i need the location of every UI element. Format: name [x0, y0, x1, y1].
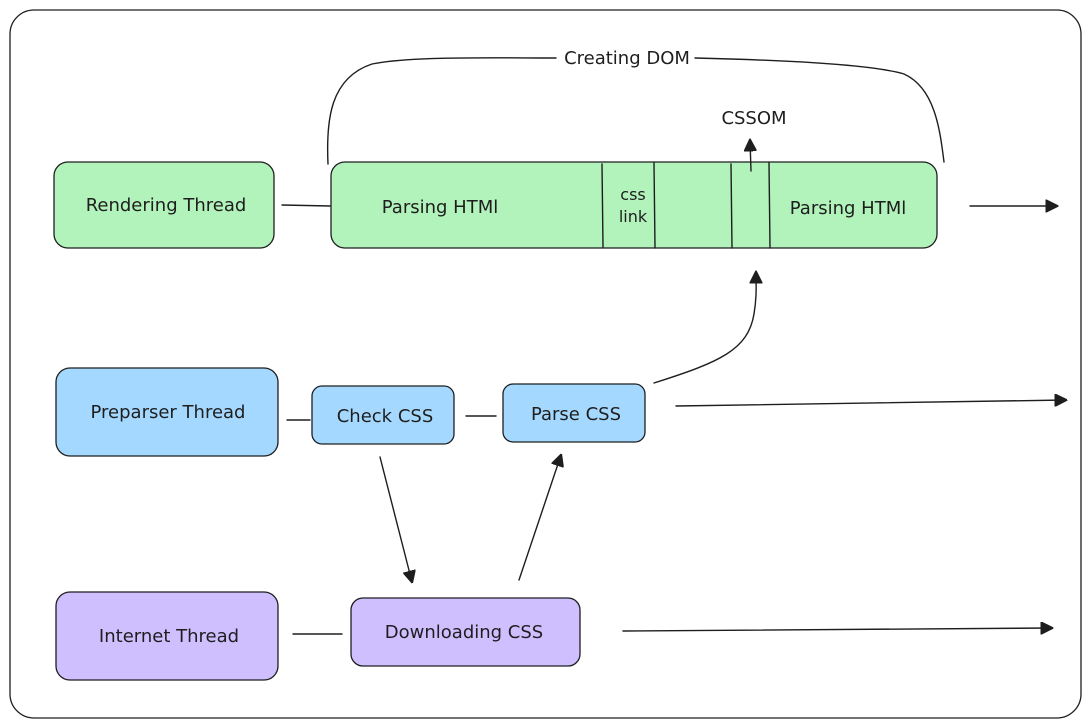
cssom-label: CSSOM — [721, 108, 786, 129]
downloading-css-label: Downloading CSS — [385, 622, 543, 643]
preparser-thread-label: Preparser Thread — [91, 402, 246, 423]
creating-dom-brace — [326, 57, 945, 165]
check-to-download-arrow — [379, 456, 412, 582]
bar-divider-1 — [601, 163, 604, 248]
internet-thread-label: Internet Thread — [99, 626, 239, 647]
download-to-parse-arrow — [518, 455, 561, 581]
preparser-timeline-arrow — [675, 400, 1066, 407]
css-link-label-line2: link — [619, 207, 648, 226]
check-css-label: Check CSS — [337, 406, 434, 427]
cssom-arrow — [750, 140, 751, 172]
bar-divider-3 — [730, 163, 733, 249]
parse-css-box — [502, 383, 646, 443]
check-css-box — [311, 385, 455, 445]
rendering-thread-label: Rendering Thread — [86, 195, 247, 216]
rendering-connector — [281, 204, 331, 207]
bar-divider-4 — [768, 162, 771, 249]
internet-thread-box — [55, 591, 279, 681]
rendering-bar — [330, 161, 938, 249]
creating-dom-label: Creating DOM — [564, 48, 690, 69]
downloading-css-box — [350, 597, 581, 667]
parse-to-rendering-arrow — [653, 272, 756, 384]
rendering-thread-box — [53, 161, 275, 249]
parsing-html-2-label: Parsing HTMl — [790, 198, 906, 219]
css-link-label-line1: css — [620, 185, 645, 204]
parsing-html-1-label: Parsing HTMl — [382, 197, 498, 218]
parse-css-label: Parse CSS — [531, 404, 621, 425]
internet-timeline-arrow — [622, 628, 1052, 631]
preparser-thread-box — [55, 367, 279, 457]
bar-divider-2 — [653, 162, 656, 249]
